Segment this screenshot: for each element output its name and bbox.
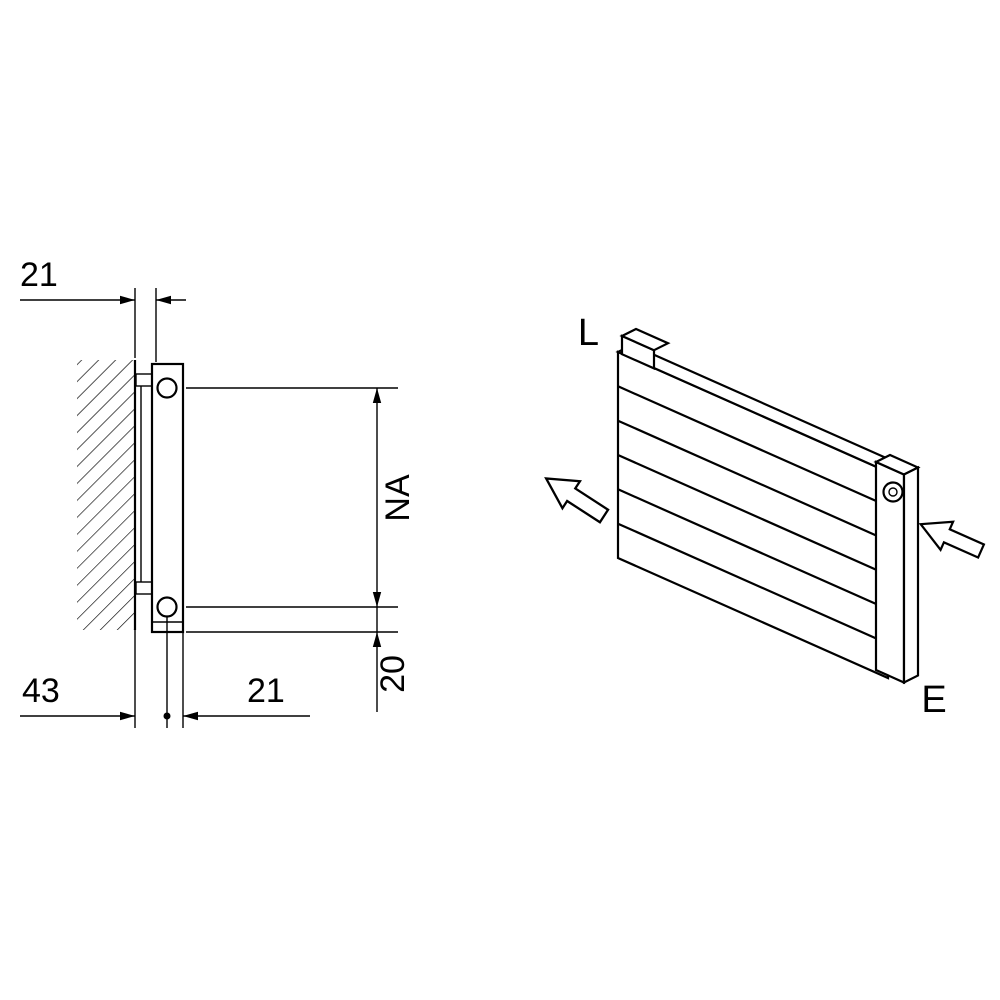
arrowhead-down (372, 592, 382, 607)
dim-label-bottom-offset: 20 (374, 655, 412, 693)
dim-label-axis-to-front: 21 (247, 672, 285, 710)
slat-line (617, 522, 889, 645)
isometric-view: L E (544, 312, 986, 721)
tab-top-face (619, 327, 671, 352)
top-pipe-circle (156, 377, 178, 399)
arrowhead-right (120, 295, 135, 305)
radiator-section (150, 362, 185, 634)
bottom-pipe-circle (156, 596, 178, 618)
radiator-section-body (150, 362, 185, 634)
dim-top-depth: 21 (20, 256, 186, 362)
slat-line (617, 488, 889, 611)
end-cap (873, 453, 921, 685)
connection-boss-inner (888, 487, 898, 497)
arrowhead-left (183, 711, 198, 721)
flow-arrow-inlet (918, 520, 986, 559)
label-e: E (921, 679, 946, 721)
dim-label-wall-to-axis: 43 (22, 672, 60, 710)
section-view: 21 NA 20 43 21 (20, 256, 417, 728)
flow-arrow-outlet (544, 477, 610, 524)
slat-line (617, 385, 889, 508)
dim-hub-distance: NA 20 (186, 387, 417, 712)
mounting-bracket (135, 373, 153, 595)
connection-boss-outer (882, 481, 904, 503)
arrowhead-up (372, 632, 382, 647)
axis-dot (163, 712, 171, 720)
slat-lines (617, 385, 889, 645)
top-left-tab (619, 327, 671, 371)
dim-bottom: 43 21 (20, 617, 310, 728)
dim-label-hub-distance: NA (379, 474, 417, 522)
dim-label-top-depth: 21 (20, 256, 58, 294)
bracket-bottom-hook (135, 581, 153, 595)
arrowhead-up (372, 388, 382, 403)
arrowhead-right (120, 711, 135, 721)
slat-line (617, 453, 889, 577)
end-cap-right-face (902, 465, 920, 685)
arrowhead-left (156, 295, 171, 305)
label-l: L (578, 312, 599, 354)
slat-line (617, 419, 889, 542)
wall-hatch (77, 360, 135, 630)
bracket-top-hook (135, 373, 153, 387)
